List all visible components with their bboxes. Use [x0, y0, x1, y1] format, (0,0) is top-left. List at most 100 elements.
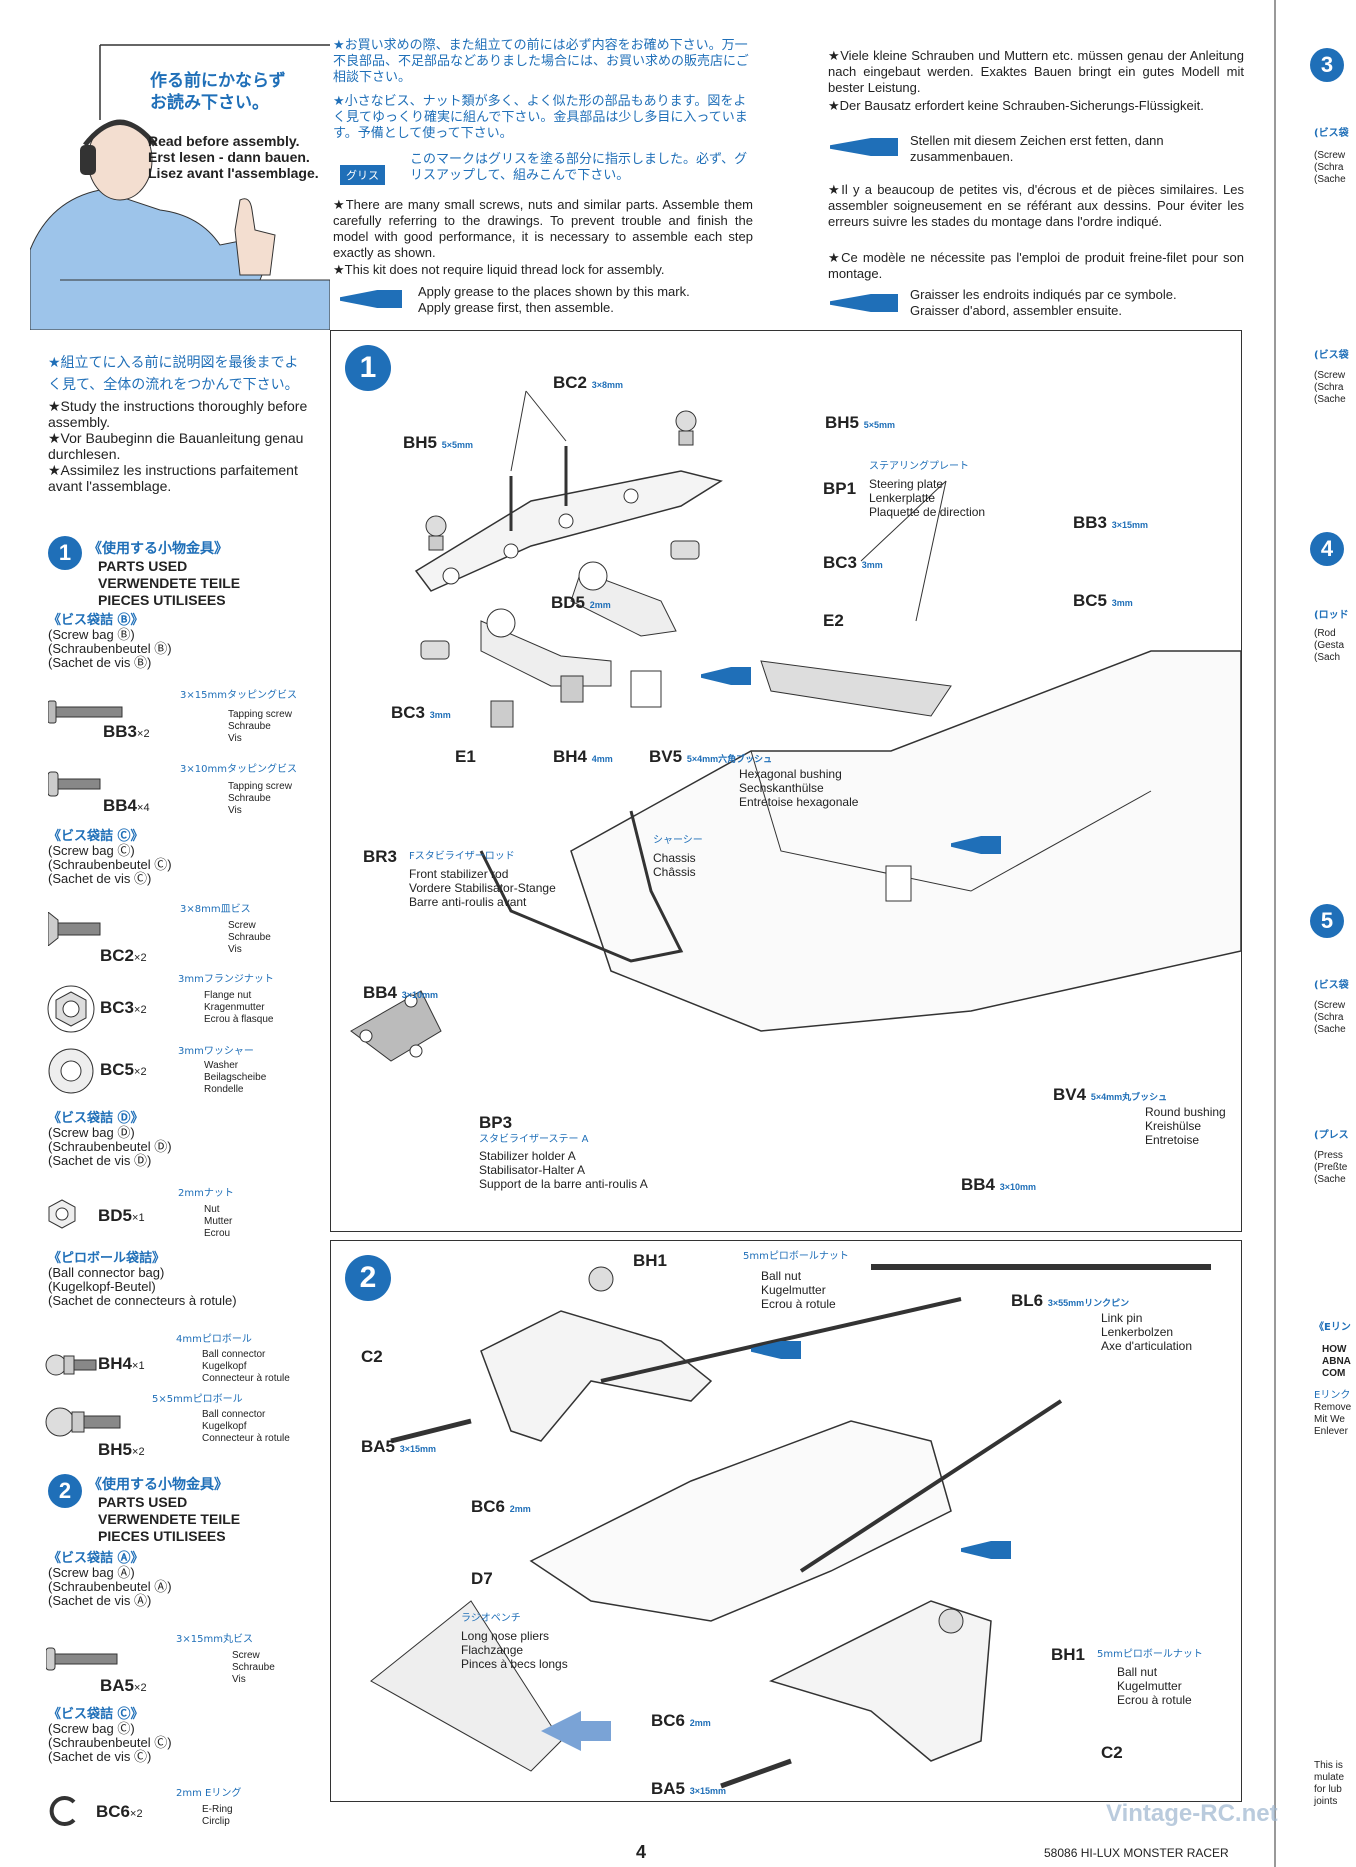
intro-en-grease: Apply grease to the places shown by this… — [418, 284, 690, 315]
label-pliers-jp: ラジオペンチ — [461, 1613, 521, 1624]
frag: (プレス — [1314, 1130, 1349, 1141]
header-en-title: Read before assembly. — [148, 133, 300, 149]
tapping-screw-icon — [48, 700, 123, 724]
label-bh1-bot: BH1 — [1051, 1645, 1086, 1664]
label-bh1-top: BH1 — [633, 1251, 668, 1270]
bb4-spec: 3×10mmタッピングビス — [180, 764, 297, 775]
label-bh1-top-spec: 5mmピロボールナット — [743, 1251, 849, 1262]
label-e2: E2 — [823, 611, 844, 630]
intro-fr-grease: Graisser les endroits indiqués par ce sy… — [910, 287, 1177, 318]
step1-drawing — [350, 390, 1241, 1062]
intro-de-1: ★Viele kleine Schrauben und Muttern etc.… — [828, 48, 1244, 95]
label-bh5-left: BH5 5×5mm — [403, 433, 474, 452]
ba5-code: BA5×2 — [100, 1676, 147, 1695]
label-ba5-top: BA5 3×15mm — [361, 1437, 437, 1456]
step5-badge: 5 — [1310, 904, 1344, 938]
bb3-code: BB3×2 — [103, 722, 150, 741]
grease-badge: グリス — [340, 165, 385, 185]
bag-b-en: (Screw bag Ⓑ) — [48, 627, 135, 642]
parts-used-de: VERWENDETE TEILE — [98, 575, 241, 591]
label-chassis-jp: シャーシー — [653, 835, 703, 846]
ball-connector-icon — [45, 1407, 121, 1437]
label-bp3: BP3 — [479, 1113, 513, 1132]
parts-used-de-2: VERWENDETE TEILE — [98, 1511, 241, 1527]
footer-code: 58086 HI-LUX MONSTER RACER — [1044, 1846, 1229, 1860]
bag-a-block: 《ビス袋詰 Ⓐ》 (Screw bag Ⓐ) (Schraubenbeutel … — [48, 1551, 172, 1608]
grease-icon — [951, 836, 1001, 854]
intro-jp-2: ★小さなビス、ナット類が多く、よく似た形の部品もあります。図をよく見てゆっくり確… — [333, 94, 748, 141]
bag-b-jp: 《ビス袋詰 Ⓑ》 — [48, 613, 144, 628]
intro-de-2: ★Der Bausatz erfordert keine Schrauben-S… — [828, 98, 1204, 113]
bc2-spec: 3×8mm皿ビス — [180, 904, 251, 915]
step2-parts-badge: 2 — [48, 1474, 82, 1508]
bc3-spec: 3mmフランジナット — [178, 974, 274, 985]
label-bb4-left: BB4 3×10mm — [363, 983, 439, 1002]
bag-b-block: 《ビス袋詰 Ⓑ》 (Screw bag Ⓑ) (Schraubenbeutel … — [48, 614, 172, 670]
watermark: Vintage-RC.net — [1106, 1800, 1278, 1827]
label-br3-jp: Fスタビライザーロッド — [409, 851, 515, 862]
bd5-code: BD5×1 — [98, 1206, 145, 1225]
parts-used-fr: PIECES UTILISEES — [98, 592, 226, 608]
parts-used-en: PARTS USED — [98, 558, 188, 574]
round-screw-icon — [46, 1647, 118, 1671]
bag-c2-block: 《ビス袋詰 Ⓒ》 (Screw bag Ⓒ) (Schraubenbeutel … — [48, 1707, 172, 1764]
parts-used-jp: 《使用する小物金具》 — [88, 541, 228, 557]
frag: (Screw(Schra(Sache — [1314, 150, 1346, 185]
label-bb3: BB3 3×15mm — [1073, 513, 1149, 532]
study-block: ★組立てに入る前に説明図を最後までよく見て、全体の流れをつかんで下さい。 ★St… — [48, 352, 308, 494]
label-bc6-top: BC6 2mm — [471, 1497, 531, 1516]
step1-number: 1 — [345, 345, 391, 391]
grease-icon — [340, 290, 402, 308]
grease-icon — [701, 667, 751, 685]
frag: (ビス袋 — [1314, 980, 1349, 991]
bc6-code: BC6×2 — [96, 1802, 143, 1821]
intro-en-2: ★This kit does not require liquid thread… — [333, 262, 665, 277]
bb3-spec: 3×15mmタッピングビス — [180, 690, 297, 701]
frag: (Rod(Gesta(Sach — [1314, 628, 1345, 663]
flange-nut-icon — [47, 985, 95, 1033]
frag: (Screw(Schra(Sache — [1314, 1000, 1346, 1035]
frag: (ビス袋 — [1314, 128, 1349, 139]
label-bc2: BC2 3×8mm — [553, 373, 624, 392]
label-bb4-right: BB4 3×10mm — [961, 1175, 1037, 1194]
grease-icon — [830, 294, 898, 312]
bc2-code: BC2×2 — [100, 946, 147, 965]
bd5-spec: 2mmナット — [178, 1188, 234, 1199]
label-bv5: BV5 5×4mm六角ブッシュ — [649, 747, 773, 766]
label-e1: E1 — [455, 747, 476, 766]
label-ba5-bot: BA5 3×15mm — [651, 1779, 727, 1798]
page-number: 4 — [636, 1842, 647, 1862]
study-jp: ★組立てに入る前に説明図を最後までよく見て、全体の流れをつかんで下さい。 — [48, 355, 299, 393]
label-bd5: BD5 2mm — [551, 593, 611, 612]
label-c2-top: C2 — [361, 1347, 383, 1366]
label-d7: D7 — [471, 1569, 493, 1588]
label-bp1: BP1 — [823, 479, 857, 498]
label-bp1-jp: ステアリングプレート — [869, 461, 969, 472]
step1-parts-badge: 1 — [48, 536, 82, 570]
frag: 《Eリン — [1314, 1322, 1351, 1333]
bc6-spec: 2mm Eリング — [176, 1788, 242, 1799]
bh5-spec: 5×5mmピロボール — [152, 1394, 243, 1405]
header-de-title: Erst lesen - dann bauen. — [148, 149, 310, 165]
bag-b-de: (Schraubenbeutel Ⓑ) — [48, 641, 172, 656]
bag-b-fr: (Sachet de vis Ⓑ) — [48, 655, 152, 670]
bc5-spec: 3mmワッシャー — [178, 1046, 254, 1057]
step4-badge: 4 — [1310, 532, 1344, 566]
frag: (Screw(Schra(Sache — [1314, 370, 1346, 405]
bh5-code: BH5×2 — [98, 1440, 145, 1459]
